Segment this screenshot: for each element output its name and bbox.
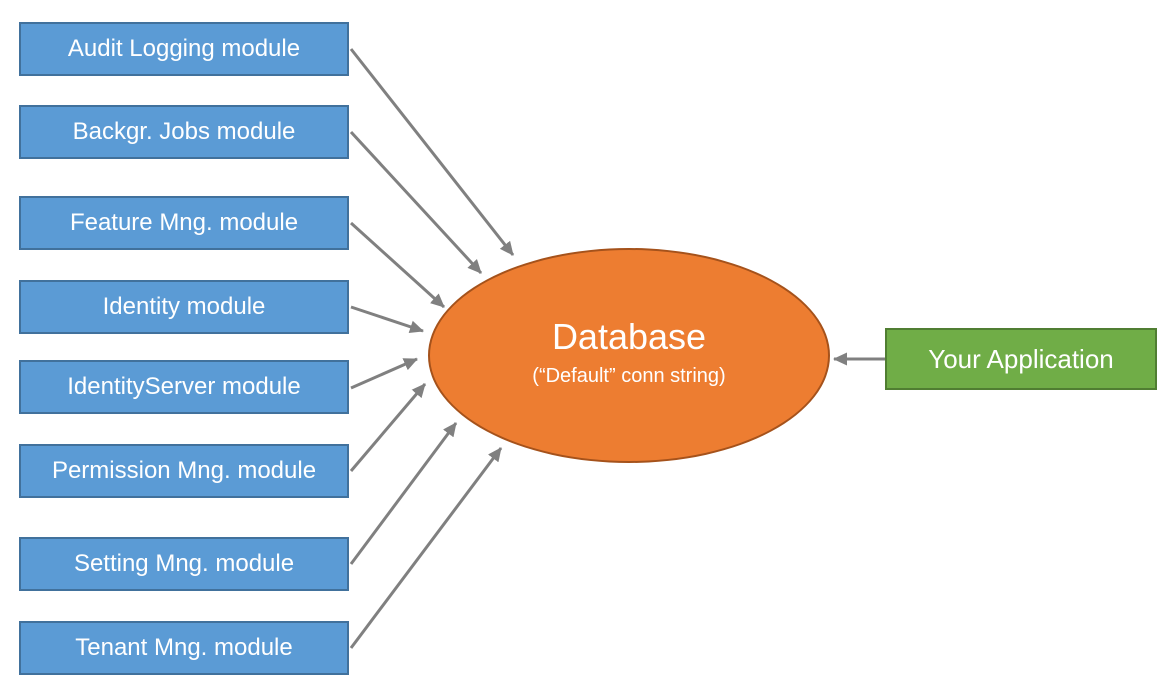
database-ellipse: Database (“Default” conn string): [428, 248, 830, 463]
module-box-background-jobs: Backgr. Jobs module: [19, 105, 349, 159]
arrow-identity-to-database: [350, 305, 424, 334]
module-label: Feature Mng. module: [69, 209, 299, 236]
arrow-tenant-management-to-database: [349, 447, 503, 649]
module-box-identityserver: IdentityServer module: [19, 360, 349, 414]
module-label: Audit Logging module: [67, 35, 301, 62]
your-application-label: Your Application: [928, 343, 1114, 374]
module-label: Backgr. Jobs module: [72, 118, 296, 145]
module-box-audit-logging: Audit Logging module: [19, 22, 349, 76]
module-label: Setting Mng. module: [73, 550, 295, 577]
your-application-box: Your Application: [885, 328, 1157, 390]
module-box-identity: Identity module: [19, 280, 349, 334]
arrow-setting-management-to-database: [349, 422, 458, 565]
arrow-identityserver-to-database: [350, 357, 418, 390]
module-box-feature-management: Feature Mng. module: [19, 196, 349, 250]
arrow-audit-logging-to-database: [349, 48, 515, 256]
database-title: Database: [551, 315, 707, 357]
module-label: Tenant Mng. module: [75, 634, 293, 661]
arrow-feature-management-to-database: [349, 221, 446, 309]
database-subtitle: (“Default” conn string): [532, 365, 726, 388]
module-box-setting-management: Setting Mng. module: [19, 537, 349, 591]
arrow-permission-management-to-database: [349, 383, 427, 472]
module-label: Permission Mng. module: [51, 457, 317, 484]
module-label: IdentityServer module: [67, 373, 301, 400]
module-box-permission-management: Permission Mng. module: [19, 444, 349, 498]
module-box-tenant-management: Tenant Mng. module: [19, 621, 349, 675]
module-label: Identity module: [102, 293, 266, 320]
arrow-background-jobs-to-database: [349, 130, 483, 275]
